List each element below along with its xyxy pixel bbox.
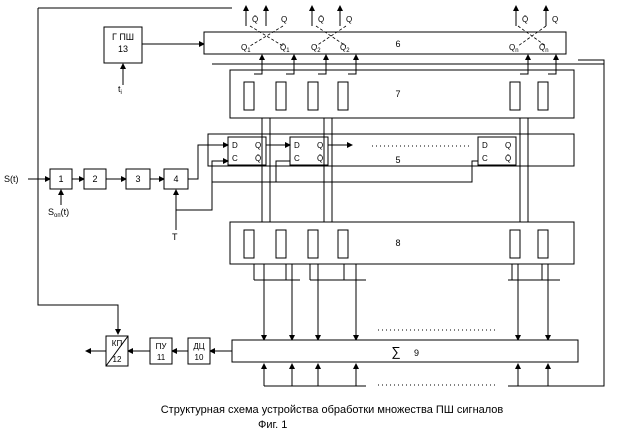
block-2: 2: [84, 169, 106, 189]
pin-d: D: [482, 141, 488, 150]
ti-signal-label: ti: [118, 84, 122, 96]
top-outputs: Q̄ Q Q̄ Q Q̄ Q: [246, 6, 558, 26]
pin-c: C: [232, 154, 238, 163]
block-10-number: 10: [195, 353, 204, 362]
top-q-2: Q: [346, 15, 352, 24]
pin-q: Q: [505, 141, 511, 150]
block-7: 7: [230, 70, 574, 118]
block-4: 4: [164, 169, 188, 189]
shift-register-block-5: 5 D C Q Q̄ D C Q Q̄ D C Q Q̄: [208, 134, 574, 166]
block-12-number: 12: [113, 355, 122, 364]
pin-qbar: Q̄: [255, 154, 261, 163]
block-1: 1: [50, 169, 72, 189]
block-11: ПУ 11: [150, 338, 172, 364]
block-8-number: 8: [395, 238, 400, 248]
block-8: 8: [230, 222, 574, 264]
block-4-number: 4: [173, 174, 178, 184]
block-3: 3: [126, 169, 150, 189]
generator-block-13: Г ПШ 13: [104, 27, 142, 63]
top-qbar-1: Q̄: [252, 15, 258, 24]
figure-number: Фиг. 1: [258, 419, 287, 431]
block-11-label: ПУ: [156, 342, 168, 351]
register-block-6: 6 Q1 Q̄1 Q2 Q̄2 Qn Q̄n: [204, 32, 566, 54]
top-q-n: Q: [552, 15, 558, 24]
block-11-number: 11: [157, 353, 166, 362]
reference-signal-label: Sоп(t): [48, 207, 69, 219]
pin-d: D: [232, 141, 238, 150]
summator-block-9: ∑ 9: [232, 340, 578, 362]
bus-to-summator: [254, 264, 560, 340]
block-12-label: КП: [112, 339, 123, 348]
block-2-number: 2: [92, 174, 97, 184]
pin-qbar: Q̄: [317, 154, 323, 163]
block-1-number: 1: [58, 174, 63, 184]
top-qbar-2: Q̄: [318, 15, 324, 24]
pin-qbar: Q̄: [505, 154, 511, 163]
pin-q: Q: [255, 141, 261, 150]
block-13-number: 13: [118, 44, 128, 54]
pin-c: C: [482, 154, 488, 163]
input-signal-label: S(t): [4, 174, 19, 184]
block-7-number: 7: [395, 89, 400, 99]
block-5-number: 5: [395, 155, 400, 165]
block-12: КП 12: [106, 336, 128, 366]
clock-signal-label: T: [172, 232, 178, 242]
block-6-number: 6: [395, 39, 400, 49]
pin-c: C: [294, 154, 300, 163]
block-10-label: ДЦ: [193, 342, 204, 351]
bus-from-block-7: [264, 364, 578, 386]
frame-line-right: [578, 60, 604, 386]
block-13-label: Г ПШ: [112, 32, 134, 42]
pin-q: Q: [317, 141, 323, 150]
top-qbar-n: Q̄: [522, 15, 528, 24]
block-10: ДЦ 10: [188, 338, 210, 364]
pin-d: D: [294, 141, 300, 150]
block-9-number: 9: [414, 348, 419, 358]
top-q-1: Q: [281, 15, 287, 24]
figure-caption: Структурная схема устройства обработки м…: [161, 404, 504, 416]
block-3-number: 3: [135, 174, 140, 184]
sum-symbol: ∑: [391, 344, 400, 359]
